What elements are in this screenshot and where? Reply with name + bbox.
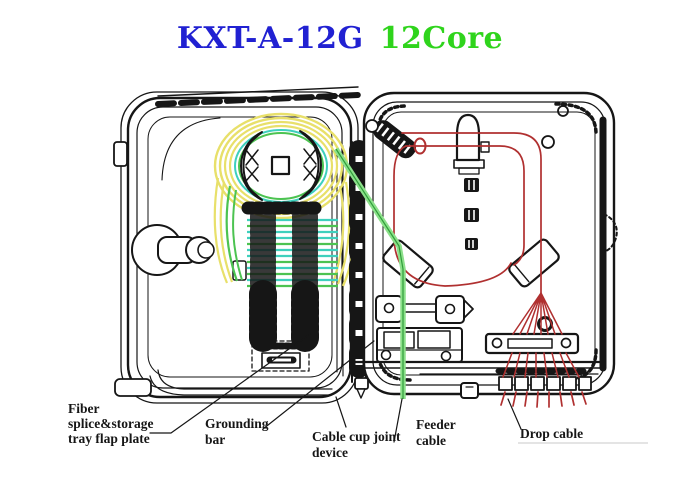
core-count: 12Core [379,21,504,56]
label-tray-line2: splice&storage [68,416,153,431]
label-grounding-line2: bar [205,432,225,447]
label-cable-cup-line2: device [312,445,348,460]
leader-lines [149,333,648,444]
cable-clamp [376,327,463,363]
label-grounding-line1: Grounding [205,416,269,431]
model-name: KXT-A-12G [176,21,364,56]
drop-ports [498,376,592,391]
grounding-assembly [375,295,474,324]
label-tray-line3: tray flap plate [68,431,150,446]
screw-hole [541,135,555,149]
fiber-rows [247,203,338,302]
fiber-red-routing [393,132,542,294]
bottom-rail [350,355,606,399]
spool-retainer-clips [240,130,322,201]
label-cable-cup-line1: Cable cup joint [312,429,401,444]
dome-component [453,113,490,175]
door-latch-knob [131,224,215,276]
bottom-tab [460,382,479,399]
label-feeder-line2: cable [416,433,446,448]
feeder-cable-green [333,147,406,399]
screw-hole [557,105,569,117]
label-drop: Drop cable [520,426,583,441]
fiber-red-fan [500,292,587,408]
splice-combs [249,280,319,354]
drop-bracket [484,316,589,374]
door-foot [114,378,152,397]
side-hinge-bulge [602,213,618,253]
label-tray-line1: Fiber [68,401,100,416]
callout-labels: Fiber splice&storage tray flap plate Gro… [68,401,583,460]
page-title: KXT-A-12G 12Core [0,24,680,54]
middle-clips [464,178,479,250]
label-feeder-line1: Feeder [416,417,456,432]
joint-bolt [354,377,369,390]
door-side-tab [113,141,128,167]
base-panel [362,91,618,396]
